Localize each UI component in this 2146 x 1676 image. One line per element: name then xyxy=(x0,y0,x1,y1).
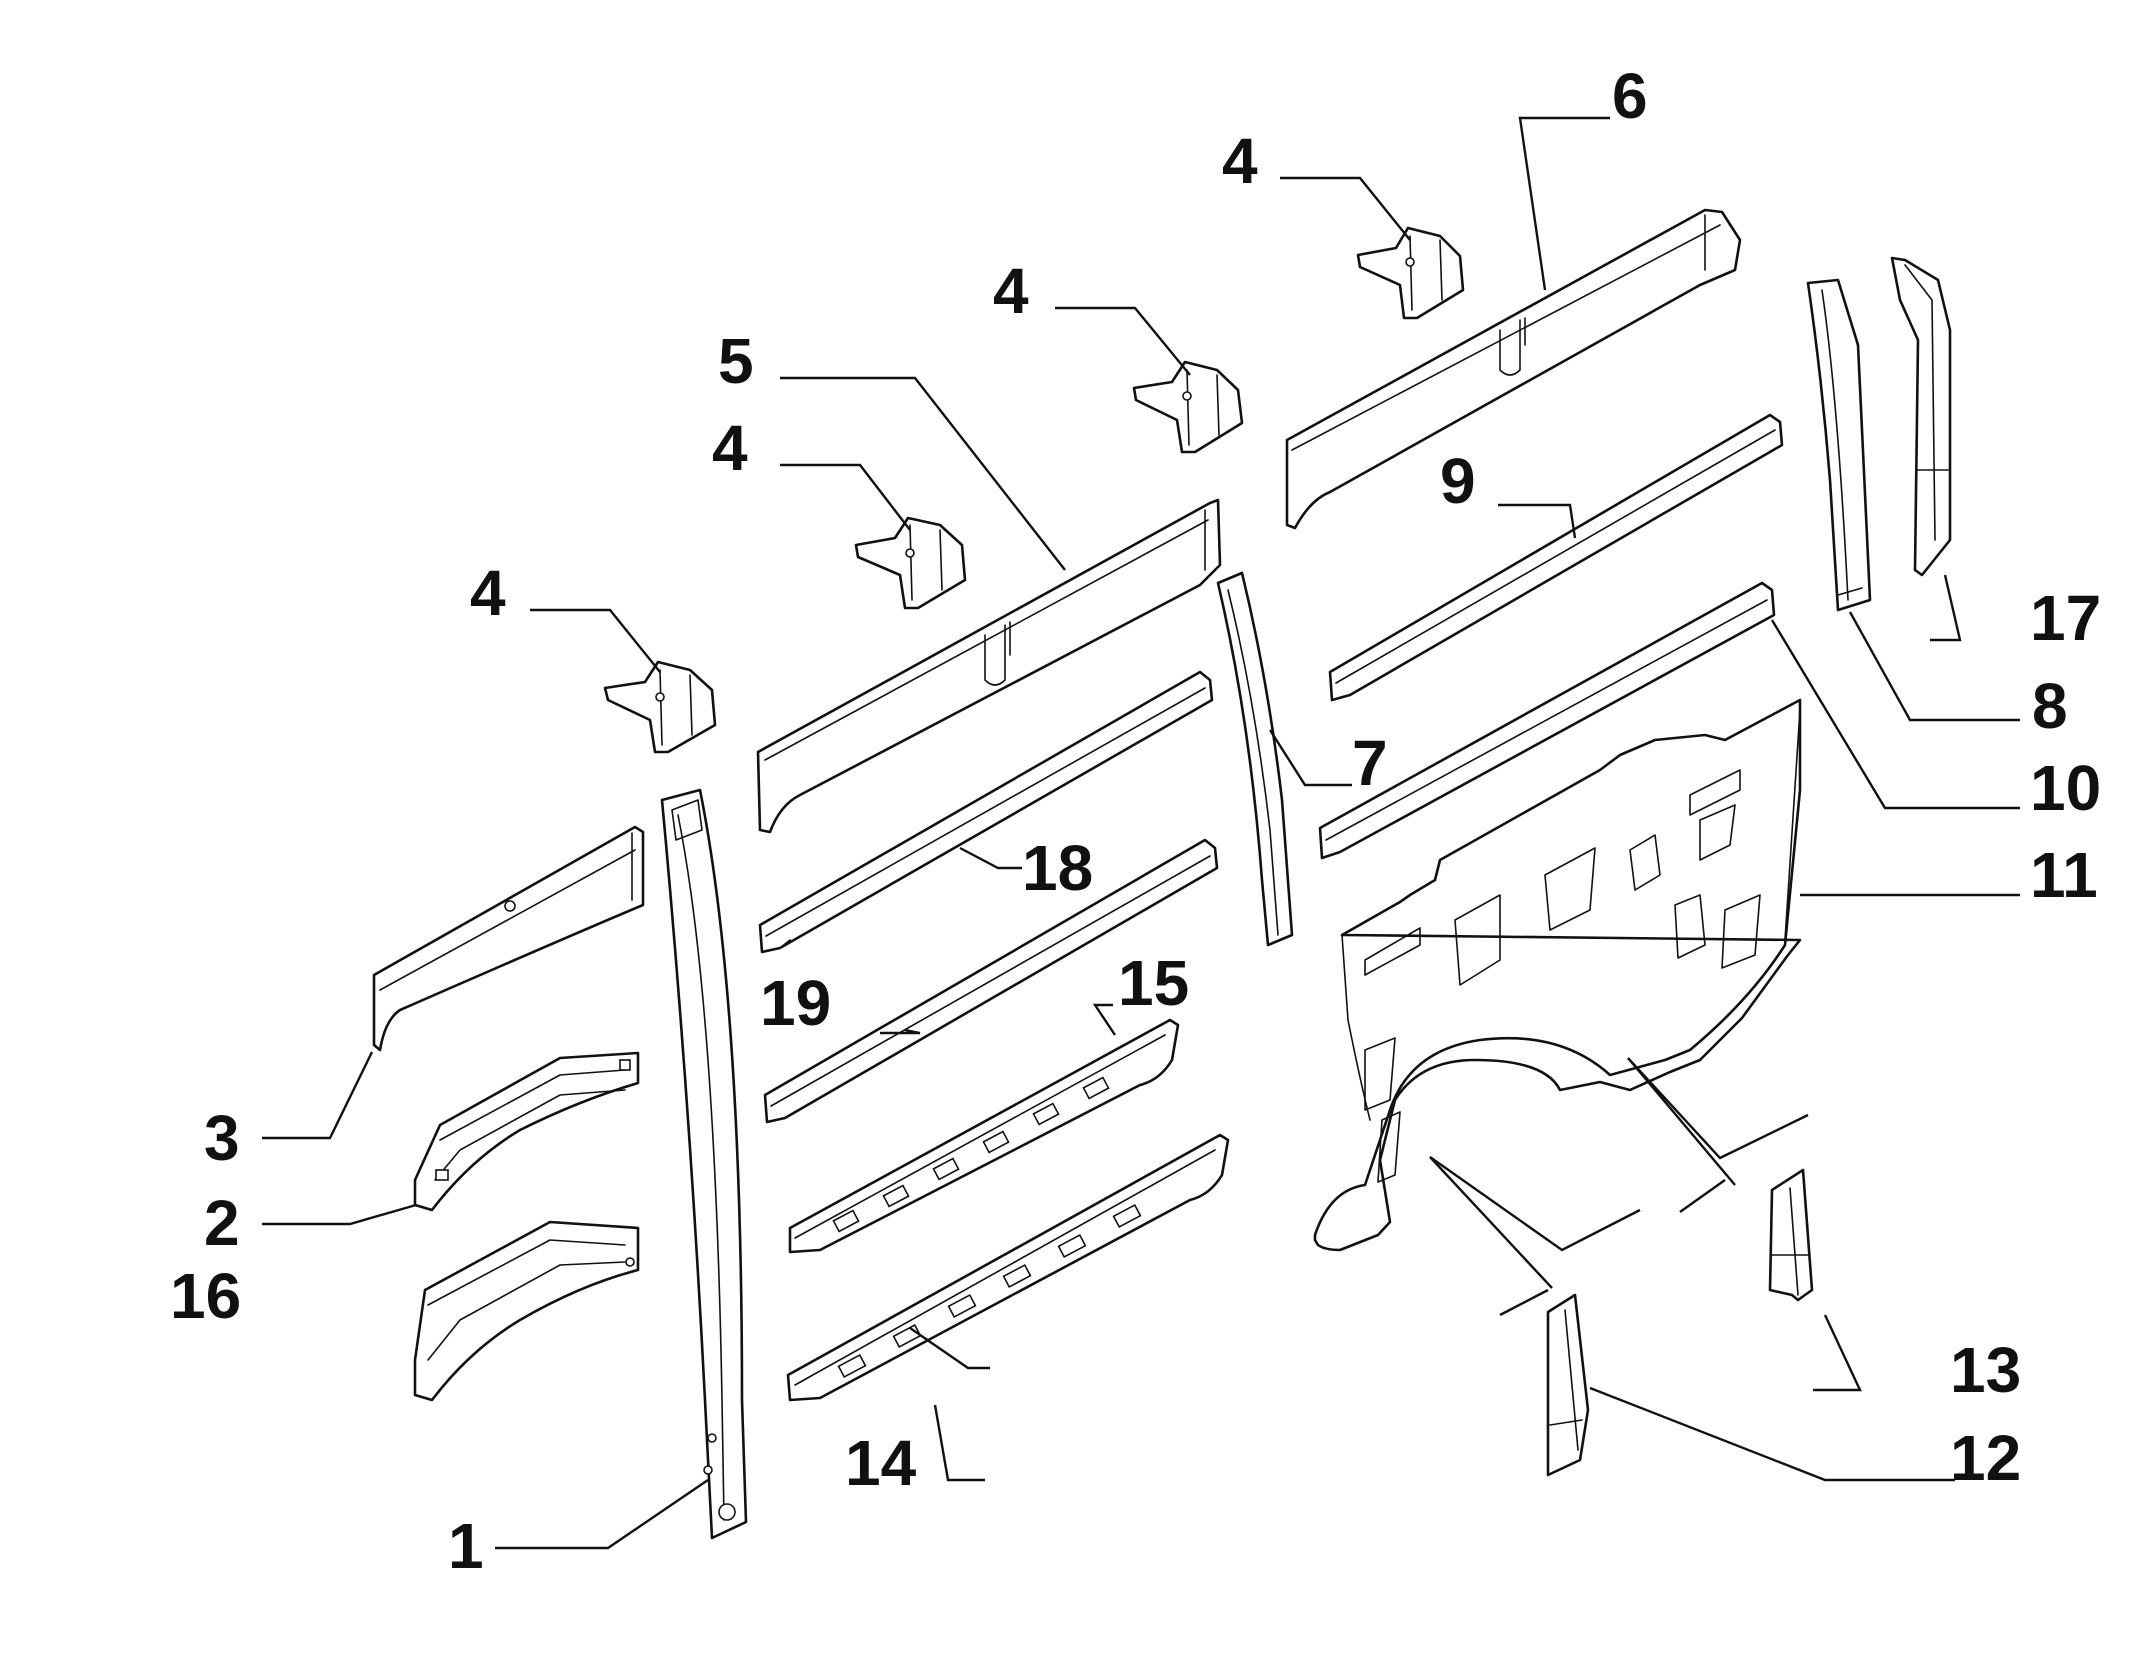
part-13-wedge[interactable] xyxy=(1768,1168,1814,1302)
part-1-pillar[interactable] xyxy=(660,788,748,1540)
callout-4b[interactable]: 4 xyxy=(712,412,748,484)
part-4-bracket-b[interactable] xyxy=(854,516,967,610)
part-19-rail[interactable] xyxy=(763,838,1219,1124)
part-17-pillar[interactable] xyxy=(1890,256,1952,577)
part-11-side-panel[interactable] xyxy=(1313,698,1802,1252)
callout-4d[interactable]: 4 xyxy=(1222,125,1258,197)
callout-8[interactable]: 8 xyxy=(2032,670,2068,742)
part-8-pillar[interactable] xyxy=(1806,278,1872,612)
callout-10[interactable]: 10 xyxy=(2030,752,2101,824)
callout-4a[interactable]: 4 xyxy=(470,557,506,629)
callout-14[interactable]: 14 xyxy=(845,1427,917,1499)
part-4-bracket-a[interactable] xyxy=(603,660,717,754)
callout-11[interactable]: 11 xyxy=(2030,839,2098,911)
callout-3[interactable]: 3 xyxy=(204,1102,240,1174)
part-4-bracket-d[interactable] xyxy=(1356,226,1465,320)
callout-6[interactable]: 6 xyxy=(1612,60,1648,132)
part-2-bracket[interactable] xyxy=(413,1051,640,1212)
part-15-sill[interactable] xyxy=(788,1018,1180,1254)
part-9-rail[interactable] xyxy=(1328,413,1784,702)
part-4-bracket-c[interactable] xyxy=(1132,360,1244,454)
callout-5[interactable]: 5 xyxy=(718,325,754,397)
callout-labels: 1 2 3 4 4 4 4 5 6 7 8 9 10 11 12 13 14 1… xyxy=(170,60,2101,1582)
callout-2[interactable]: 2 xyxy=(204,1187,240,1259)
part-5-roof-rail[interactable] xyxy=(756,498,1222,834)
part-7-pillar[interactable] xyxy=(1216,571,1294,947)
callout-1[interactable]: 1 xyxy=(448,1510,484,1582)
part-12-wedge[interactable] xyxy=(1546,1293,1590,1477)
callout-4c[interactable]: 4 xyxy=(993,255,1029,327)
part-10-rail[interactable] xyxy=(1318,581,1776,860)
callout-19[interactable]: 19 xyxy=(760,967,831,1039)
part-14-sill[interactable] xyxy=(786,1133,1230,1402)
part-16-bracket[interactable] xyxy=(413,1220,640,1402)
callout-15[interactable]: 15 xyxy=(1118,947,1189,1019)
part-18-rail[interactable] xyxy=(758,670,1214,954)
callout-9[interactable]: 9 xyxy=(1440,445,1476,517)
callout-16[interactable]: 16 xyxy=(170,1260,241,1332)
callout-7[interactable]: 7 xyxy=(1352,727,1388,799)
callout-13[interactable]: 13 xyxy=(1950,1334,2021,1406)
callout-12[interactable]: 12 xyxy=(1950,1422,2021,1494)
leader-lines xyxy=(262,116,2020,1550)
part-3-panel[interactable] xyxy=(372,825,645,1052)
callout-18[interactable]: 18 xyxy=(1022,832,1093,904)
part-6-roof-rail[interactable] xyxy=(1285,208,1742,530)
callout-17[interactable]: 17 xyxy=(2030,582,2101,654)
